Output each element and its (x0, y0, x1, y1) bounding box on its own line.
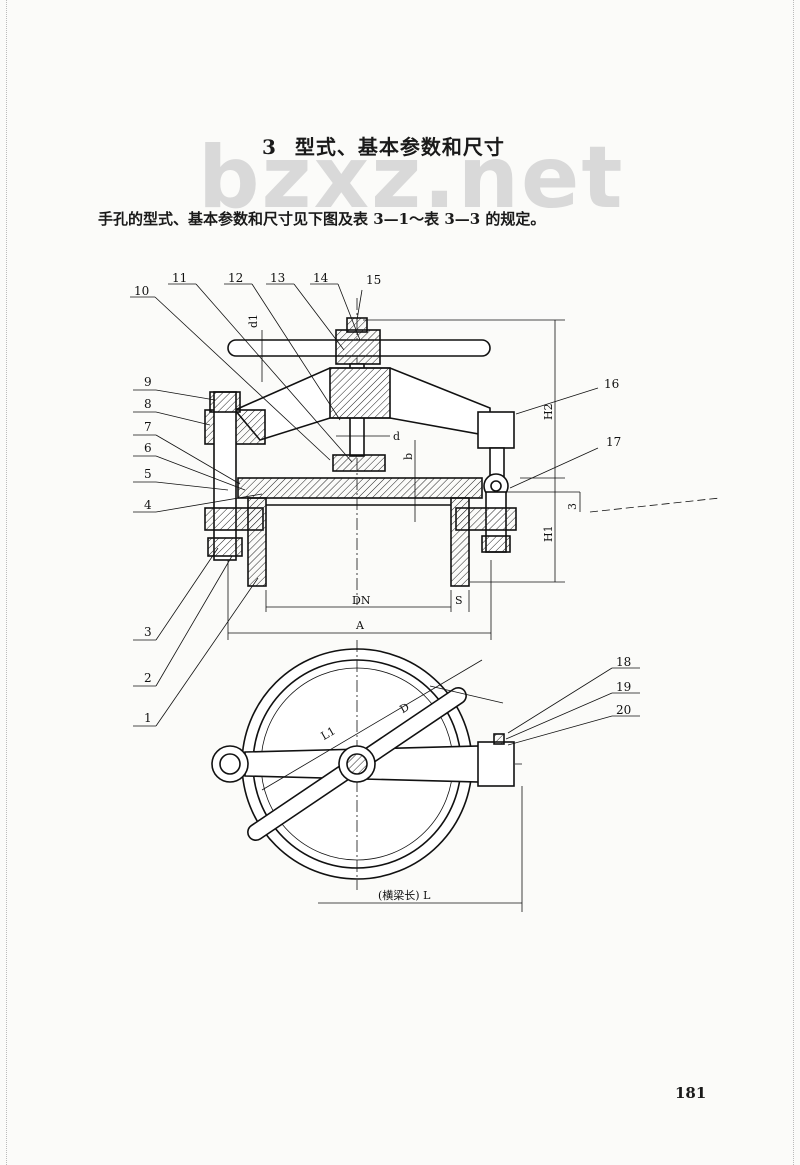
left-page-edge (6, 0, 7, 1165)
callout-3: 3 (144, 625, 152, 639)
callout-6: 6 (144, 441, 152, 455)
dim-d1: d1 (247, 314, 260, 328)
dim-b: b (402, 453, 415, 460)
callout-13: 13 (270, 271, 285, 285)
callout-17: 17 (606, 435, 621, 449)
callout-7: 7 (144, 420, 152, 434)
callout-16: 16 (604, 377, 619, 391)
callout-4: 4 (144, 498, 152, 512)
section-view (204, 298, 721, 640)
callout-labels: 1 2 3 4 5 6 7 8 9 10 11 12 13 14 15 16 1… (134, 271, 631, 725)
dim-three: 3 (566, 503, 579, 510)
callout-8: 8 (144, 397, 152, 411)
section-number: 3 (262, 135, 277, 159)
callout-11: 11 (172, 271, 187, 285)
dim-l-beam: (横梁长) L (378, 888, 431, 902)
watermark: bzxz.net (198, 128, 625, 228)
callout-1: 1 (144, 711, 152, 725)
dim-s: S (455, 594, 463, 607)
callout-5: 5 (144, 467, 152, 481)
callout-10: 10 (134, 284, 149, 298)
dim-a: A (355, 619, 365, 632)
dim-l1: L1 (319, 724, 338, 742)
section-heading: 3 型式、基本参数和尺寸 (262, 131, 505, 160)
dim-dn: DN (352, 594, 371, 607)
callout-leaders (130, 283, 640, 746)
callout-19: 19 (616, 680, 631, 694)
callout-9: 9 (144, 375, 152, 389)
dim-h1: H1 (542, 525, 555, 542)
callout-14: 14 (313, 271, 329, 285)
dimension-labels: d1 d b H2 H1 3 DN S A L1 D (横梁长) L (247, 314, 579, 902)
section-title: 型式、基本参数和尺寸 (294, 135, 505, 159)
callout-12: 12 (228, 271, 243, 285)
right-page-edge (793, 0, 794, 1165)
callout-18: 18 (616, 655, 631, 669)
page-number: 181 (675, 1084, 707, 1102)
intro-paragraph: 手孔的型式、基本参数和尺寸见下图及表 3—1～表 3—3 的规定。 (98, 210, 546, 228)
dim-h2: H2 (542, 403, 555, 420)
callout-2: 2 (144, 671, 152, 685)
top-view (211, 640, 523, 912)
callout-15: 15 (366, 273, 381, 287)
callout-20: 20 (616, 703, 631, 717)
dim-d: d (393, 430, 400, 443)
